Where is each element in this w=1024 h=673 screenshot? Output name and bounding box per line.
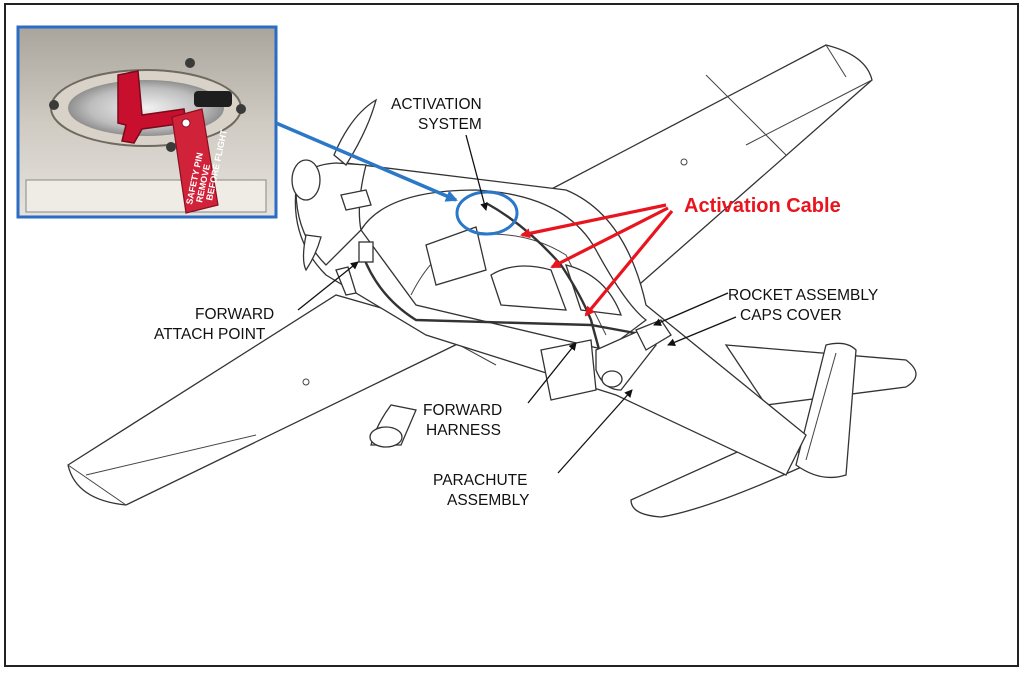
label-forward-harness-line-1: FORWARD — [423, 402, 502, 419]
safety-pin-tag — [171, 108, 219, 214]
label-forward-attach-line-1: FORWARD — [195, 306, 274, 323]
cable-fitting — [194, 91, 232, 107]
label-parachute-line-1: PARACHUTE — [433, 472, 527, 489]
aircraft-drawing — [67, 44, 917, 518]
windshield — [425, 226, 487, 286]
activation-cable-arrows — [520, 203, 674, 317]
propeller-upper — [333, 98, 378, 166]
label-activation-line-2: SYSTEM — [418, 116, 482, 133]
leader-lines — [297, 134, 737, 474]
activation-handle — [117, 70, 187, 144]
label-rocket-line-2: CAPS COVER — [740, 307, 842, 324]
aircraft-caps-diagram: SAFETY PIN REMOVE BEFORE FLIGHT ACTIVATI… — [16, 25, 917, 518]
rocket-cover-shape — [635, 319, 672, 351]
left-wing — [67, 294, 478, 506]
label-parachute-line-2: ASSEMBLY — [447, 492, 529, 509]
label-activation-line-1: ACTIVATION — [391, 96, 482, 113]
screw-left — [49, 100, 59, 110]
figure-frame: SAFETY PIN REMOVE BEFORE FLIGHT ACTIVATI… — [4, 3, 1019, 667]
forward-attach-fitting — [358, 241, 374, 263]
side-window-1 — [490, 265, 567, 311]
label-forward-harness-line-2: HARNESS — [426, 422, 501, 439]
propeller-lower — [302, 234, 322, 272]
inset-photo: SAFETY PIN REMOVE BEFORE FLIGHT — [16, 25, 278, 219]
screw-right — [236, 104, 246, 114]
side-window-2 — [565, 264, 622, 316]
door — [540, 339, 597, 401]
label-forward-attach-line-2: ATTACH POINT — [154, 326, 266, 343]
inset-callout-arrow — [275, 121, 458, 202]
label-activation-cable: Activation Cable — [684, 195, 841, 217]
label-rocket-line-1: ROCKET ASSEMBLY — [728, 287, 878, 304]
activation-system-circle — [455, 190, 519, 236]
